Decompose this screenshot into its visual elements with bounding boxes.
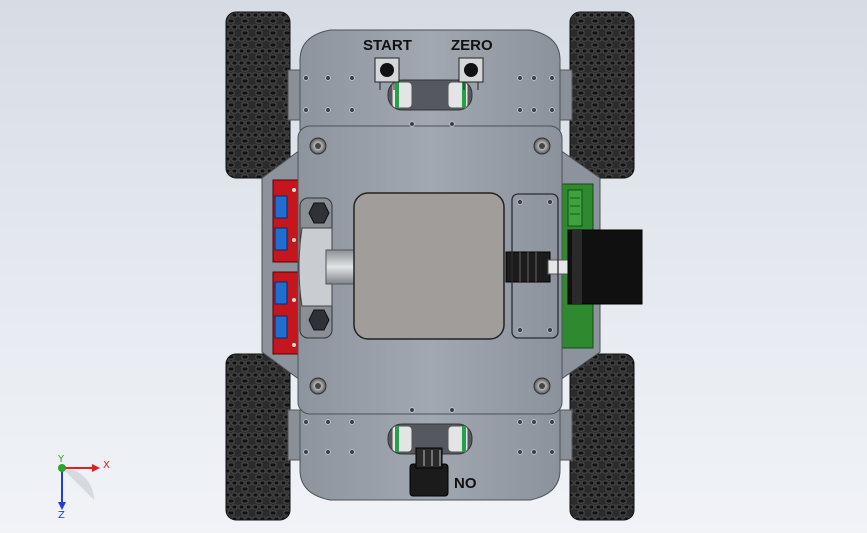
battery-pack — [353, 192, 505, 340]
wheel-front-right — [559, 11, 635, 179]
axis-y-label: Y — [57, 454, 65, 465]
wheel-rear-left — [225, 353, 301, 521]
start-label: START — [363, 37, 412, 54]
axis-z-label: Z — [58, 510, 65, 521]
axis-triad — [58, 464, 100, 510]
mounting-holes-rear — [303, 407, 555, 455]
wheel-front-left — [225, 11, 301, 179]
wheel-rear-right — [559, 353, 635, 521]
motor-plate — [511, 193, 559, 339]
start-button[interactable] — [374, 57, 400, 90]
mounting-holes-front — [303, 75, 555, 127]
shaft-coupling — [505, 251, 569, 283]
axis-x-label: X — [103, 460, 110, 471]
rear-caster-slot — [387, 423, 473, 455]
motor-driver-board-bottom — [272, 271, 302, 355]
switch-label: NO — [454, 475, 477, 492]
motor-cylinder — [325, 249, 359, 285]
power-switch[interactable] — [409, 447, 449, 497]
dc-motor — [567, 229, 643, 305]
front-caster-slot — [387, 79, 473, 111]
zero-button[interactable] — [458, 57, 484, 90]
zero-label: ZERO — [451, 37, 493, 54]
motor-driver-board-top — [272, 179, 302, 263]
corner-screws — [309, 137, 551, 395]
motor-mount-bracket — [298, 197, 333, 339]
